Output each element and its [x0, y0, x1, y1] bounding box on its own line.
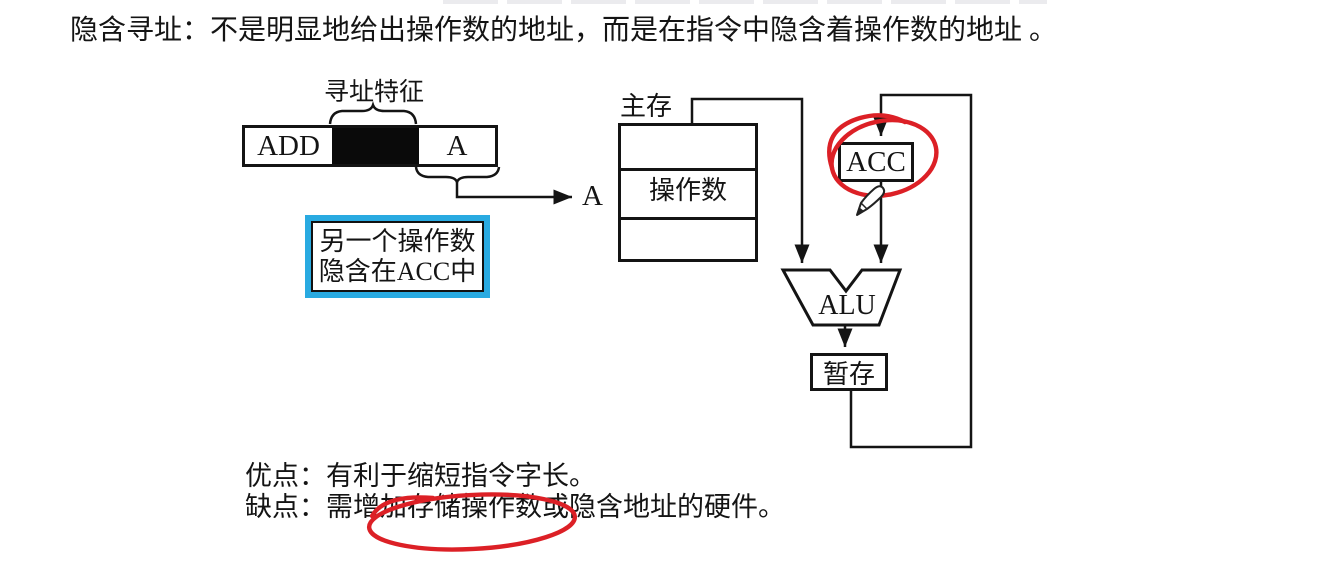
- effective-address-label: A: [582, 180, 603, 212]
- memory-row-divider: [621, 168, 755, 171]
- main-memory-box: 操作数: [618, 123, 758, 262]
- page-title: 隐含寻址：不是明显地给出操作数的地址，而是在指令中隐含着操作数的地址 。: [70, 15, 1058, 46]
- addressing-mode-brace: [328, 101, 418, 125]
- address-cell: A: [446, 129, 468, 162]
- address-field-brace: [414, 166, 501, 186]
- notes-block: 优点：有利于缩短指令字长。 缺点：需增加存储操作数或隐含地址的硬件。: [245, 461, 785, 523]
- memory-operand-cell: 操作数: [648, 176, 727, 205]
- callout-line-1: 另一个操作数: [319, 226, 476, 256]
- main-memory-label: 主存: [620, 92, 673, 121]
- implied-operand-callout-inner: 另一个操作数 隐含在ACC中: [311, 221, 484, 292]
- pen-icon: [856, 185, 886, 216]
- alu-label: ALU: [818, 290, 876, 321]
- previous-line-crop-marks: [443, 0, 1047, 4]
- disadvantage-text: 缺点：需增加存储操作数或隐含地址的硬件。: [245, 492, 785, 523]
- effective-address-arrow: [455, 182, 573, 205]
- opcode-cell: ADD: [257, 129, 320, 162]
- addressing-mode-cell: [332, 128, 419, 164]
- temp-register-box: 暂存: [810, 353, 888, 391]
- memory-row-divider: [621, 217, 755, 220]
- advantage-text: 优点：有利于缩短指令字长。: [245, 461, 596, 491]
- callout-line-2: 隐含在ACC中: [318, 256, 477, 286]
- addressing-mode-label: 寻址特征: [323, 79, 424, 106]
- acc-register-box: ACC: [838, 142, 914, 182]
- implied-operand-callout: 另一个操作数 隐含在ACC中: [305, 215, 490, 298]
- instruction-word-box: ADD A: [242, 125, 498, 167]
